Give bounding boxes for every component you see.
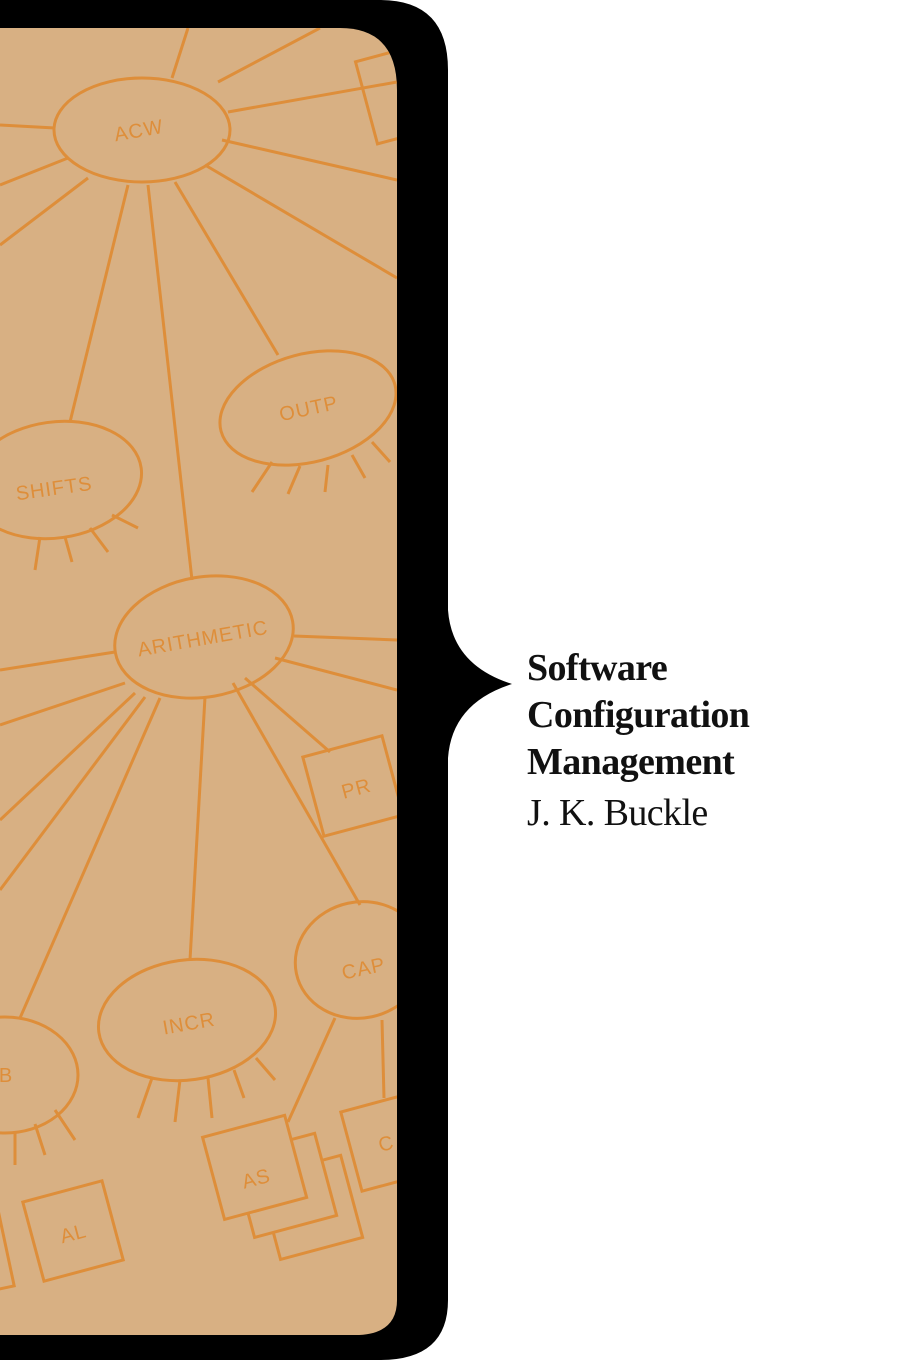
author-name: J. K. Buckle	[527, 792, 708, 834]
node-outp	[218, 349, 397, 467]
node-as	[200, 1113, 309, 1222]
node-acw	[52, 76, 232, 184]
node-c	[338, 1088, 397, 1194]
node-cap	[293, 900, 397, 1020]
node-shifts	[0, 419, 144, 541]
book-title-line-3: Management	[527, 741, 735, 783]
node-incr	[96, 957, 278, 1083]
node-arithmetic	[113, 574, 295, 700]
node-label-c: C	[376, 1132, 397, 1157]
module-diagram	[0, 28, 397, 1296]
node-b	[0, 1015, 80, 1135]
title-block: Software Configuration Management J. K. …	[527, 645, 887, 838]
node-label-b: B	[0, 1065, 13, 1087]
book-title-line-2: Configuration	[527, 694, 750, 736]
node-al	[20, 1178, 126, 1284]
node-pr	[300, 733, 397, 839]
book-title-line-1: Software	[527, 647, 668, 689]
